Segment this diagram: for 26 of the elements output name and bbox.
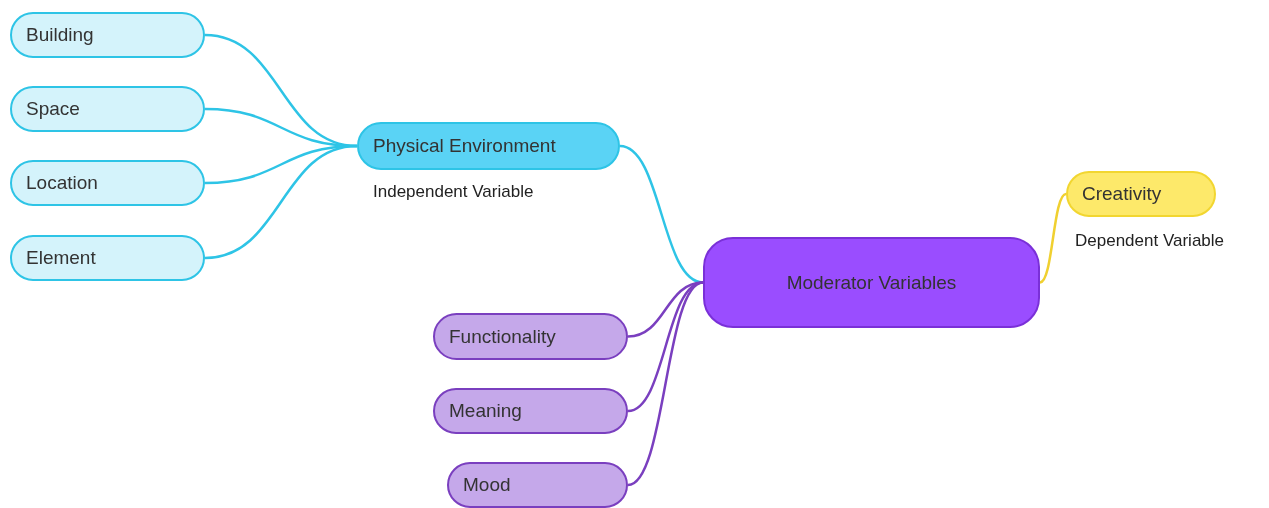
node-label: Physical Environment [373, 135, 556, 157]
branch-connector [1039, 192, 1067, 284]
topic-node [10, 86, 205, 132]
node-label: Location [26, 172, 98, 194]
topic-node [10, 160, 205, 206]
node-label: Functionality [449, 325, 556, 348]
branch-connector [627, 281, 704, 487]
node-label: Creativity [1082, 183, 1162, 205]
topic-node [10, 235, 205, 281]
node-label: Moderator Variables [786, 271, 957, 294]
node-label: Building [26, 24, 94, 46]
node-label: Element [26, 247, 96, 269]
topic-node [433, 388, 628, 434]
branch-connector [627, 281, 704, 413]
topic-node [703, 237, 1040, 328]
topic-node [447, 462, 628, 508]
topic-node [1066, 171, 1216, 217]
node-label: Space [26, 98, 80, 120]
topic-node [10, 12, 205, 58]
variable-caption: Independent Variable [373, 182, 534, 202]
node-label: Mood [463, 474, 511, 496]
branch-connector [204, 144, 358, 260]
topic-node [433, 313, 628, 360]
node-label: Meaning [449, 400, 522, 422]
variable-caption: Dependent Variable [1075, 231, 1224, 251]
topic-node [357, 122, 620, 170]
